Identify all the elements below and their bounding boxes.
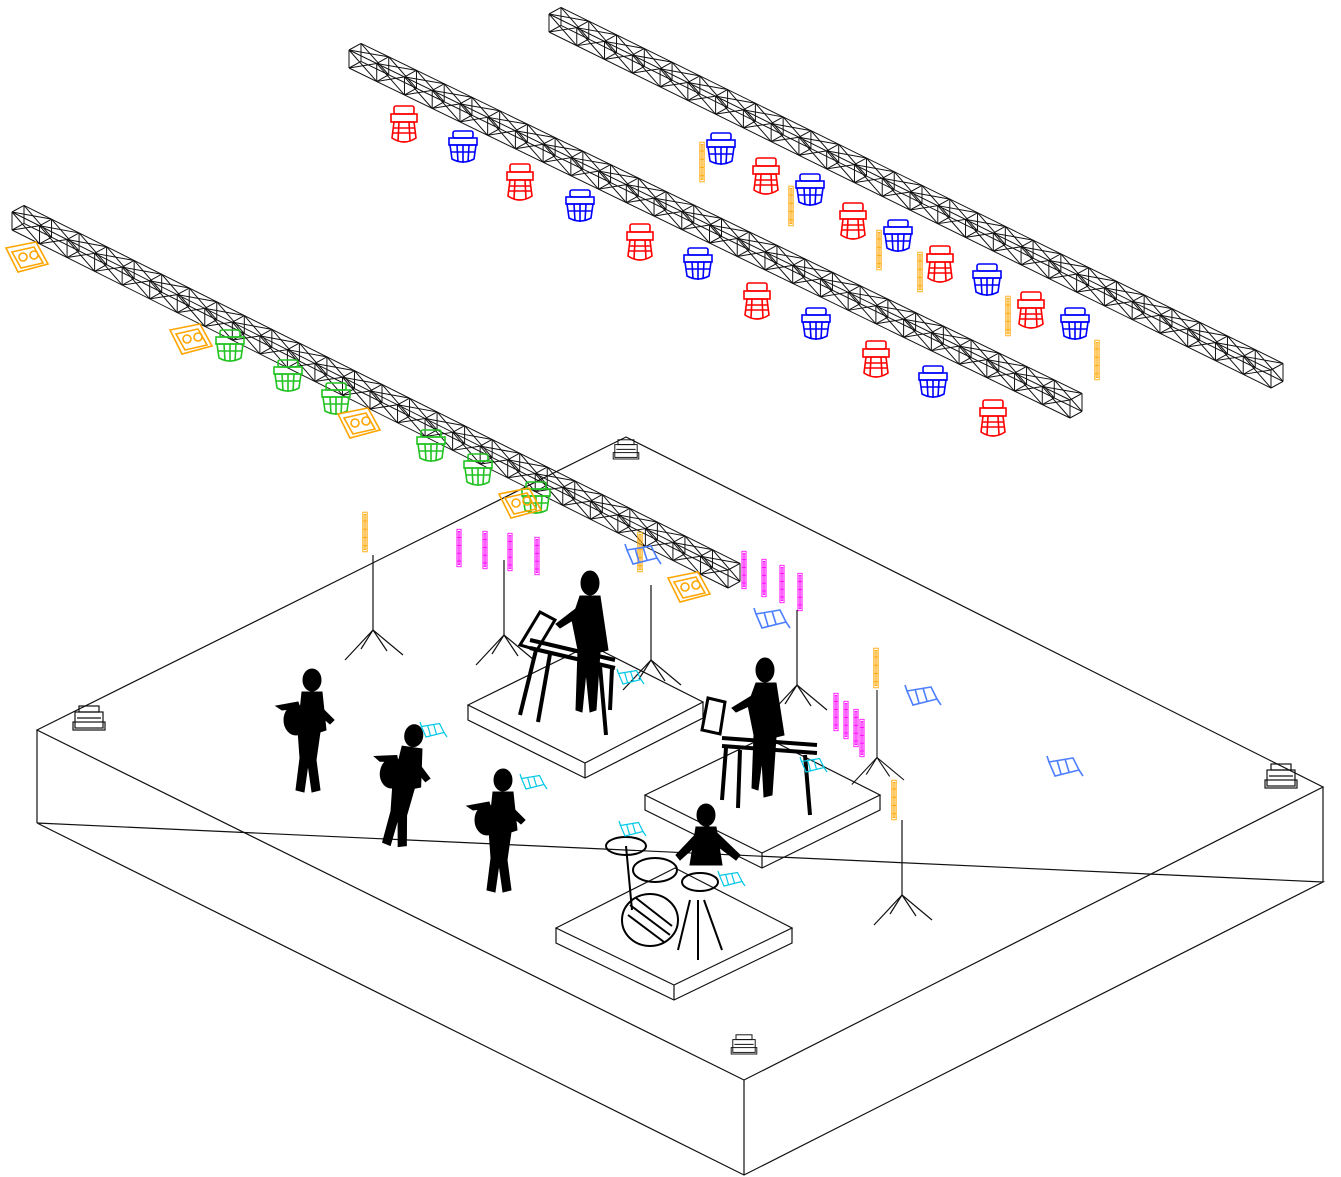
drummer xyxy=(675,803,741,866)
orange-bar-3 xyxy=(876,229,882,271)
orange-bar-6 xyxy=(1094,339,1100,381)
magenta-bar-10 xyxy=(843,700,849,740)
speaker-back xyxy=(612,439,640,460)
blue-wash-9 xyxy=(972,263,1002,297)
speaker-right xyxy=(1264,763,1298,789)
red-moving-head-5 xyxy=(743,282,771,320)
red-moving-head-2 xyxy=(506,163,534,201)
bassist xyxy=(466,768,526,893)
light-blue-spot-2 xyxy=(753,607,791,629)
light-stand-6 xyxy=(475,559,535,666)
orange-bar-2 xyxy=(788,185,794,227)
orange-bar-7 xyxy=(362,511,368,553)
magenta-bar-9 xyxy=(833,692,839,732)
orange-blinder-3 xyxy=(337,407,381,439)
cyan-spot-1 xyxy=(419,721,448,738)
orange-bar-9 xyxy=(873,647,879,689)
keyboard-stand-left xyxy=(517,610,616,736)
green-wash-5 xyxy=(463,453,493,487)
magenta-bar-8 xyxy=(797,572,803,612)
red-moving-head-1 xyxy=(390,105,418,143)
red-moving-head-7 xyxy=(862,340,890,378)
light-blue-spot-4 xyxy=(1046,755,1084,777)
keyboardist-left xyxy=(555,570,609,713)
magenta-bar-11 xyxy=(853,708,859,748)
magenta-bar-5 xyxy=(741,550,747,590)
magenta-bar-1 xyxy=(456,528,462,568)
cyan-spot-2 xyxy=(519,773,548,790)
blue-wash-1 xyxy=(448,130,478,164)
lighting-fixtures xyxy=(5,105,1100,887)
blue-wash-5 xyxy=(795,173,825,207)
magenta-bar-6 xyxy=(761,558,767,598)
blue-wash-2 xyxy=(565,189,595,223)
blue-wash-8 xyxy=(918,365,948,399)
orange-bar-10 xyxy=(891,779,897,821)
speaker-front xyxy=(730,1034,758,1055)
light-stand-5 xyxy=(873,819,933,926)
magenta-bar-12 xyxy=(859,718,865,758)
blue-wash-3 xyxy=(683,247,713,281)
cyan-spot-5 xyxy=(618,820,647,837)
green-wash-2 xyxy=(273,359,303,393)
orange-bar-5 xyxy=(1005,295,1011,337)
drum-riser xyxy=(554,867,794,1001)
red-moving-head-4 xyxy=(752,157,780,195)
red-moving-head-9 xyxy=(979,399,1007,437)
cyan-spot-6 xyxy=(717,870,746,887)
magenta-bar-4 xyxy=(534,536,540,576)
orange-bar-4 xyxy=(917,251,923,293)
orange-bar-1 xyxy=(699,141,705,183)
light-blue-spot-1 xyxy=(624,543,662,565)
drum-kit xyxy=(605,836,723,960)
magenta-bar-2 xyxy=(482,530,488,570)
red-moving-head-3 xyxy=(626,223,654,261)
truss-front xyxy=(11,204,741,589)
keyboardist-right xyxy=(731,657,785,798)
blue-wash-4 xyxy=(706,132,736,166)
truss-middle xyxy=(348,42,1083,419)
guitarist-1 xyxy=(275,668,335,793)
light-blue-spot-3 xyxy=(904,684,942,706)
light-stand-1 xyxy=(344,554,404,661)
blue-wash-7 xyxy=(883,219,913,253)
orange-blinder-5 xyxy=(667,571,711,603)
green-wash-4 xyxy=(416,429,446,463)
orange-blinder-1 xyxy=(5,241,49,273)
orange-blinder-2 xyxy=(169,323,213,355)
magenta-bar-7 xyxy=(779,564,785,604)
red-moving-head-10 xyxy=(1017,291,1045,329)
guitarist-2 xyxy=(362,719,438,851)
truss-back xyxy=(548,6,1284,389)
green-wash-1 xyxy=(215,329,245,363)
magenta-bar-3 xyxy=(507,532,513,572)
red-moving-head-6 xyxy=(839,202,867,240)
blue-wash-10 xyxy=(1060,307,1090,341)
lighting-trusses xyxy=(11,6,1284,589)
blue-wash-6 xyxy=(801,307,831,341)
red-moving-head-8 xyxy=(926,245,954,283)
